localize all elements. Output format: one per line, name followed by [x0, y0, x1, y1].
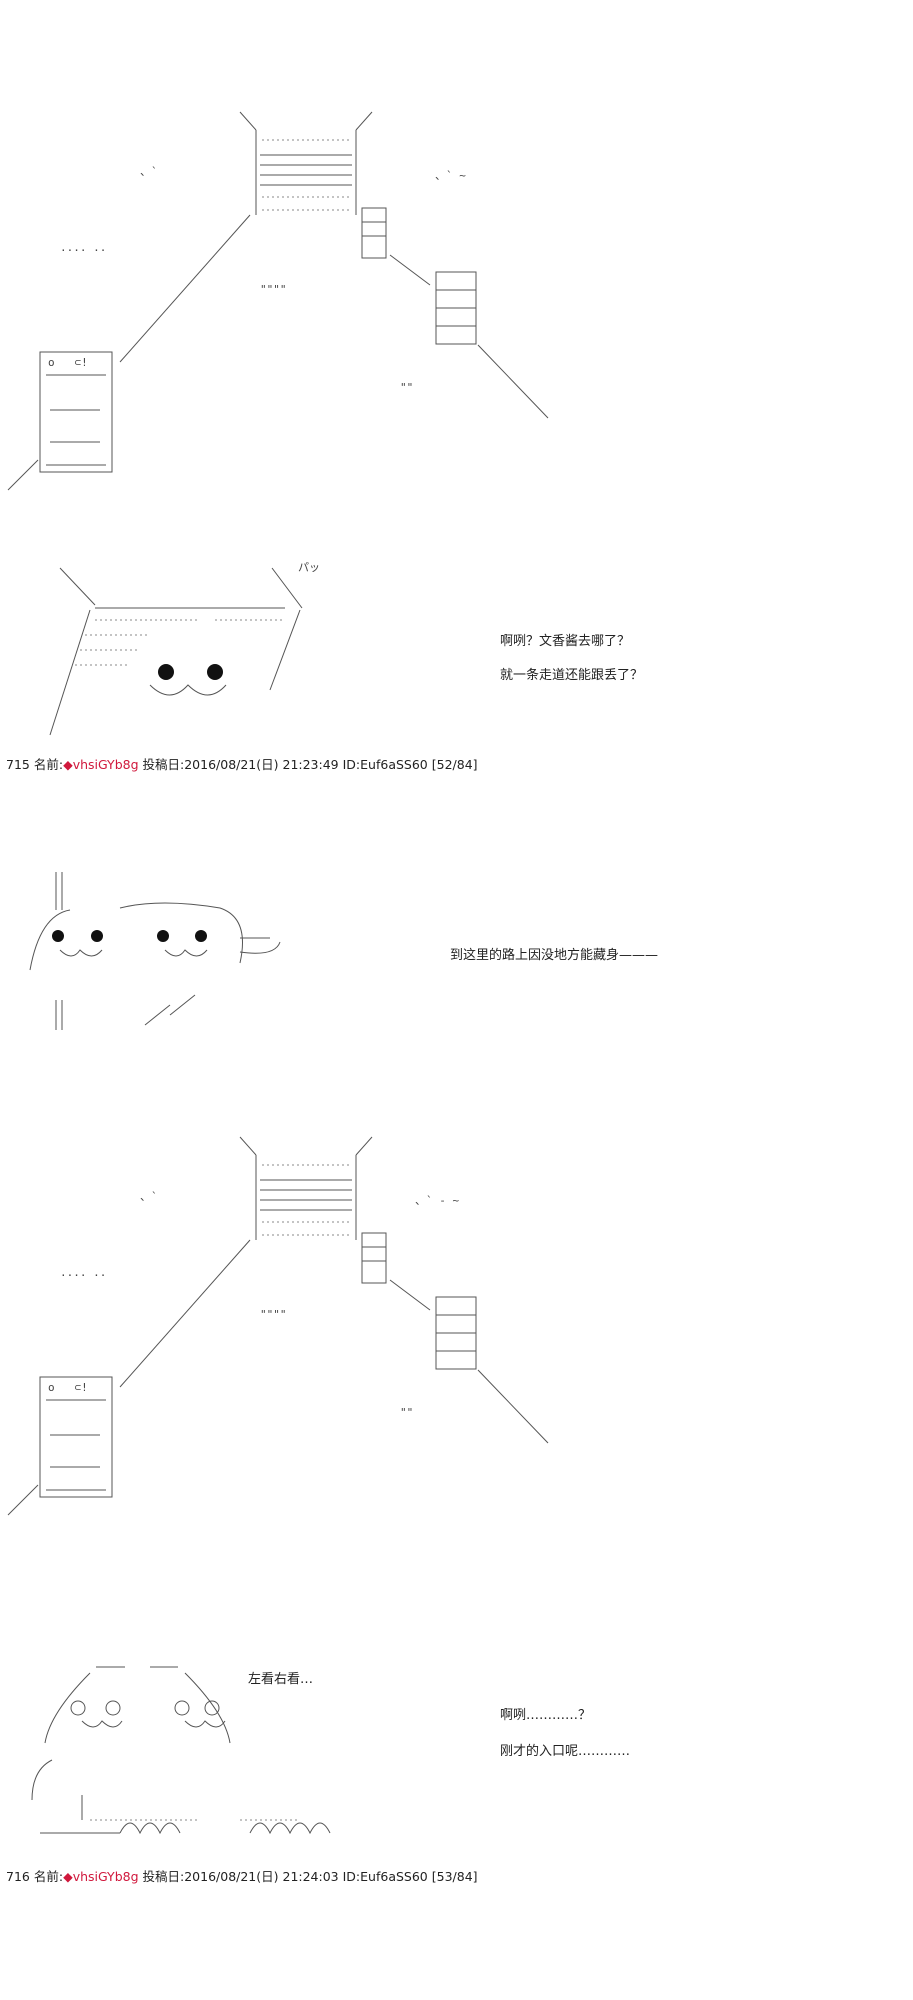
post-count: [53/84]	[431, 1869, 478, 1884]
sparkle-marks: ""	[400, 1406, 414, 1419]
tower-face: o ⊂!	[48, 356, 88, 369]
sparkle-marks: 、` ‐ ~	[415, 1194, 460, 1207]
name-label: 名前:	[33, 1869, 64, 1884]
post-number: 715	[6, 757, 30, 772]
post-id[interactable]: ID:Euf6aSS60	[342, 1869, 428, 1884]
mountain-scene-1-art	[7, 111, 549, 491]
peek-scene: パッ	[0, 562, 913, 750]
sparkle-marks: 、` ~	[435, 169, 466, 182]
post-number: 716	[6, 1869, 30, 1884]
dialog-line: 就一条走道还能跟丢了？	[500, 668, 644, 683]
post-id[interactable]: ID:Euf6aSS60	[342, 757, 428, 772]
creature-eye	[174, 1700, 190, 1716]
creatures-scene	[0, 860, 913, 1040]
dialog-line: 啊咧…………？	[500, 1708, 592, 1723]
posted-label: 投稿日:	[142, 1869, 185, 1884]
creature-eye	[70, 1700, 86, 1716]
mountain-scene-1: 、` .... .. """" 、` ~ "" o ⊂!	[0, 0, 913, 491]
sparkle-marks: .... ..	[60, 241, 107, 254]
sparkle-marks: ""	[400, 381, 414, 394]
trip-code[interactable]: vhsiGYb8g	[72, 1869, 139, 1884]
looking-scene	[0, 1655, 913, 1855]
peek-scene-art	[49, 567, 303, 736]
creature-eye	[105, 1700, 121, 1716]
sparkle-marks: 、`	[140, 165, 158, 178]
trip-diamond-icon: ◆	[63, 757, 73, 772]
dialog-line: 啊咧？文香酱去哪了？	[500, 634, 631, 649]
dialog-line: 左看右看…	[248, 1672, 314, 1687]
post-header: 716 名前:◆vhsiGYb8g 投稿日:2016/08/21(日) 21:2…	[6, 1866, 478, 1885]
dialog-line: 刚才的入口呢…………	[500, 1744, 631, 1759]
mountain-scene-2: 、` .... .. """" 、` ‐ ~ "" o ⊂!	[0, 1136, 913, 1527]
dialog-line: 到这里的路上因没地方能藏身———	[450, 948, 659, 963]
creatures-scene-art	[29, 872, 281, 1030]
mountain-scene-2-art	[7, 1136, 549, 1516]
sound-effect: パッ	[298, 561, 320, 574]
creature-eye	[157, 930, 169, 942]
post-date: 2016/08/21(日) 21:24:03	[184, 1869, 339, 1884]
creature-eye	[204, 1700, 220, 1716]
name-label: 名前:	[33, 757, 64, 772]
post-count: [52/84]	[431, 757, 478, 772]
sparkle-marks: 、`	[140, 1190, 158, 1203]
tower-face: o ⊂!	[48, 1381, 88, 1394]
sparkle-marks: """"	[260, 1308, 287, 1321]
post-date: 2016/08/21(日) 21:23:49	[184, 757, 339, 772]
creature-eye	[195, 930, 207, 942]
looking-scene-art	[31, 1666, 331, 1835]
left-eye	[158, 664, 174, 680]
sparkle-marks: .... ..	[60, 1266, 107, 1279]
posted-label: 投稿日:	[142, 757, 185, 772]
post-header: 715 名前:◆vhsiGYb8g 投稿日:2016/08/21(日) 21:2…	[6, 754, 478, 773]
creature-eye	[91, 930, 103, 942]
trip-code[interactable]: vhsiGYb8g	[72, 757, 139, 772]
right-eye	[207, 664, 223, 680]
creature-eye	[52, 930, 64, 942]
sparkle-marks: """"	[260, 283, 287, 296]
trip-diamond-icon: ◆	[63, 1869, 73, 1884]
